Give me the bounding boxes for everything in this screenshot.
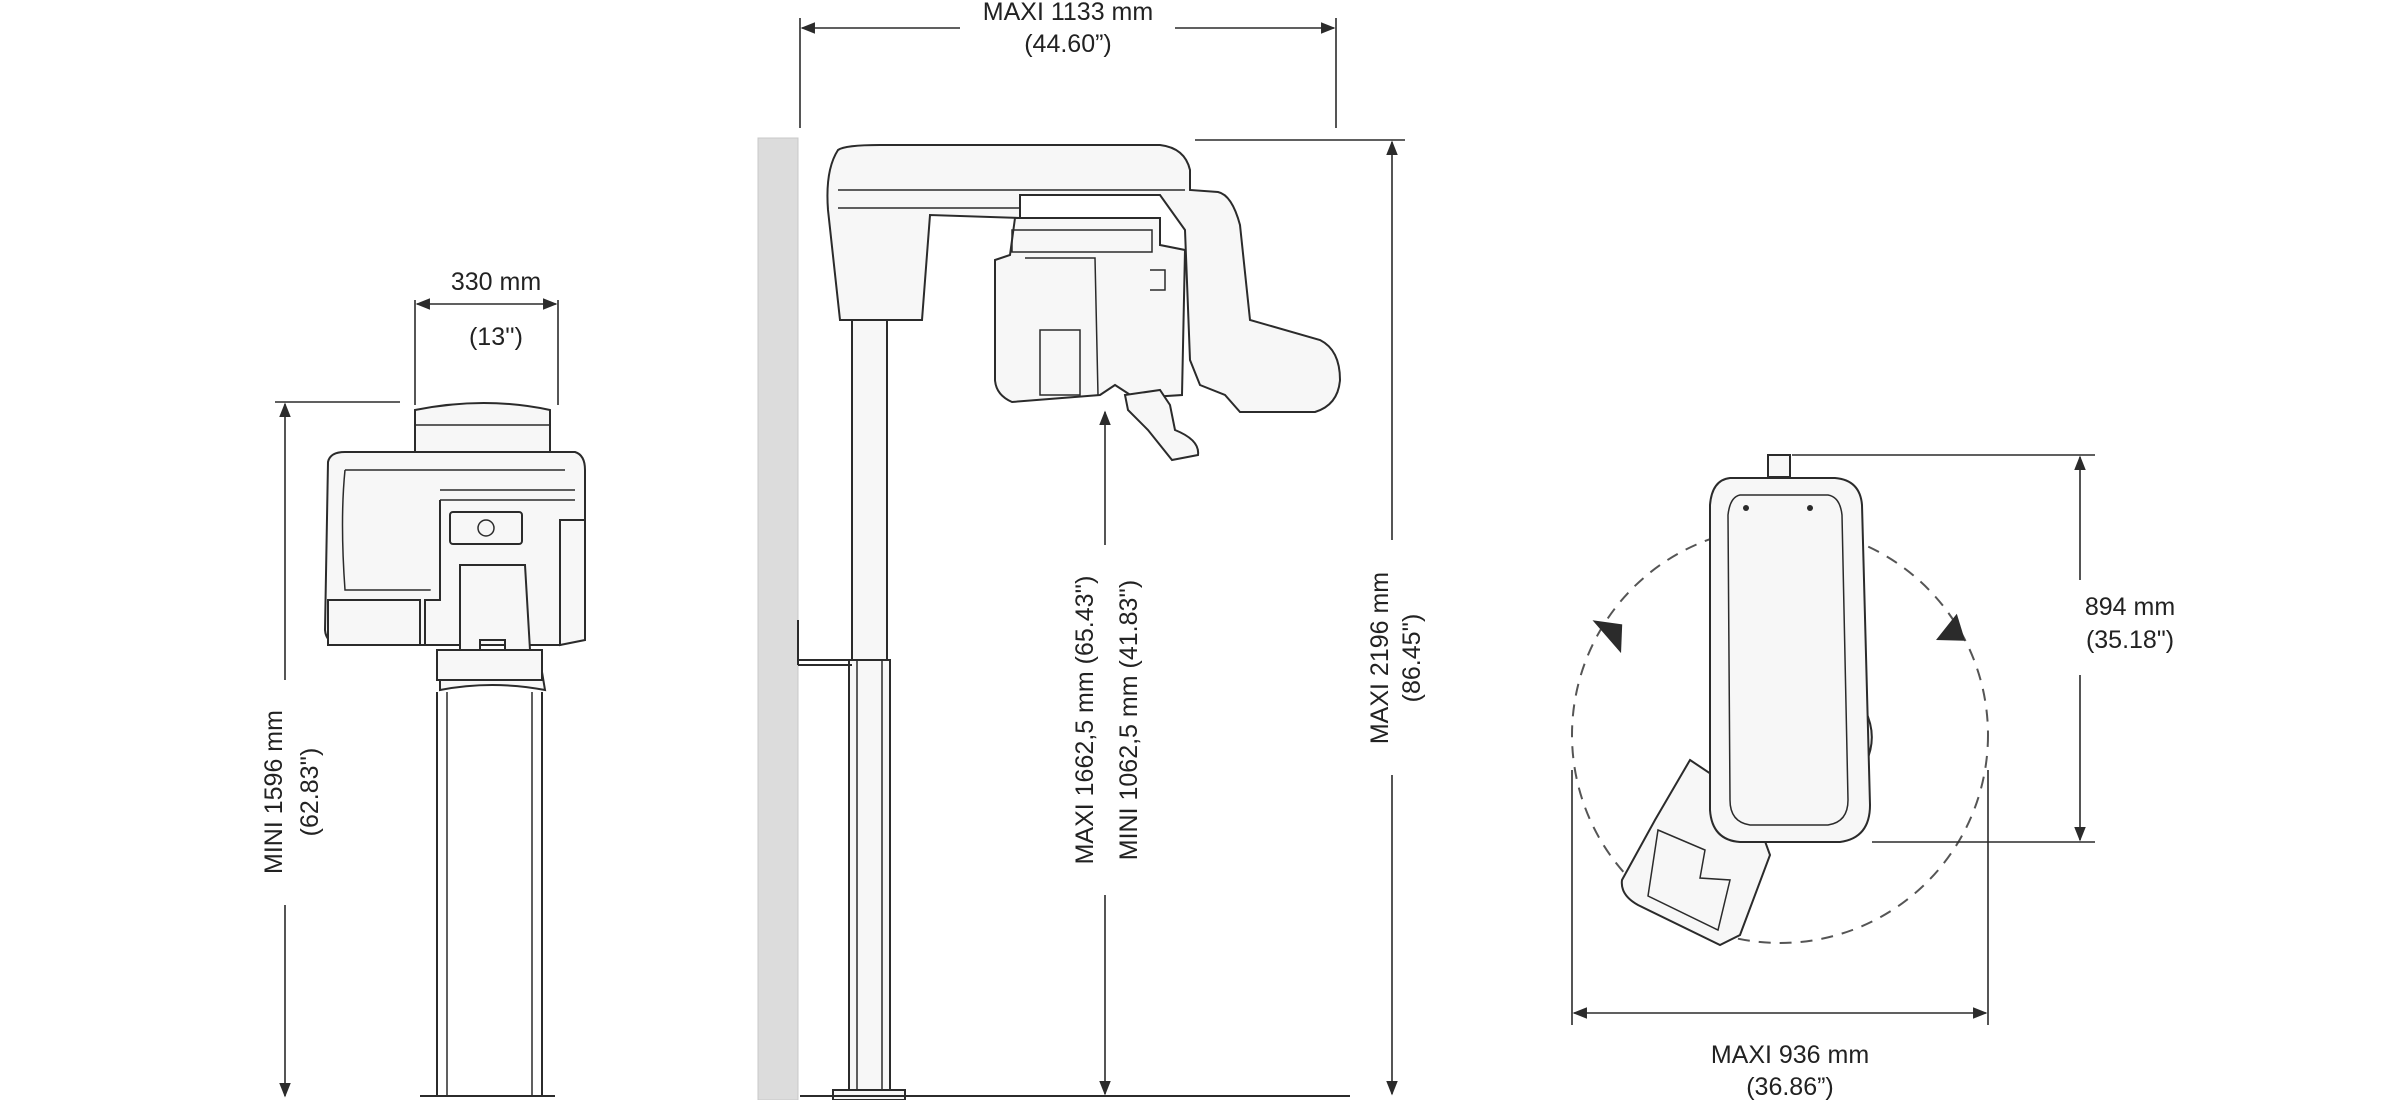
rotation-arrow-right-icon	[1936, 613, 1966, 641]
side-height-in: (86.45'')	[1398, 614, 1426, 703]
chin-max-label: MAXI 1662,5 mm (65.43'')	[1071, 576, 1099, 865]
top-width-in: (36.86”)	[1746, 1073, 1834, 1100]
side-view: MAXI 1133 mm (44.60”) MAXI 2196 mm (86.4…	[757, 0, 1426, 1101]
top-width-mm: MAXI 936 mm	[1711, 1041, 1869, 1069]
rotation-arrow-left-icon	[1592, 620, 1623, 654]
side-height-mm: MAXI 2196 mm	[1366, 572, 1394, 744]
top-depth-mm: 894 mm	[2085, 593, 2175, 621]
front-height-dimension: MINI 1596 mm (62.83'')	[260, 401, 400, 1098]
top-view: 894 mm (35.18") MAXI 936 mm (36.86”)	[1571, 454, 2175, 1101]
wall	[757, 137, 799, 1101]
front-height-mm: MINI 1596 mm	[260, 710, 288, 874]
chin-min-label: MINI 1062,5 mm (41.83'')	[1115, 580, 1143, 860]
front-width-in: (13'')	[469, 323, 523, 351]
top-unit-drawing	[1571, 454, 1989, 947]
side-width-in: (44.60”)	[1024, 30, 1112, 58]
front-width-dimension: 330 mm (13'')	[414, 268, 559, 405]
front-height-in: (62.83'')	[296, 748, 324, 837]
top-depth-in: (35.18")	[2086, 626, 2174, 654]
chin-height-dimension: MAXI 1662,5 mm (65.43'') MINI 1062,5 mm …	[1071, 410, 1143, 1096]
front-width-mm: 330 mm	[451, 268, 541, 296]
side-unit-drawing	[797, 144, 1350, 1101]
front-view: 330 mm (13'') MINI 1596 mm (62.83'')	[260, 268, 586, 1098]
side-height-dimension: MAXI 2196 mm (86.45'')	[1195, 139, 1426, 1096]
top-depth-dimension: 894 mm (35.18")	[1792, 454, 2175, 843]
front-unit-drawing	[323, 402, 586, 1097]
top-width-dimension: MAXI 936 mm (36.86”)	[1571, 770, 1989, 1101]
side-width-dimension: MAXI 1133 mm (44.60”)	[799, 0, 1337, 128]
side-width-mm: MAXI 1133 mm	[983, 0, 1153, 26]
